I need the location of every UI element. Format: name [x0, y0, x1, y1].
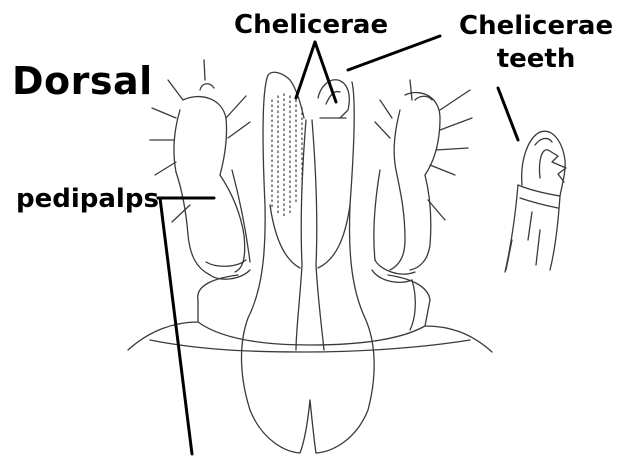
view-label: Dorsal [12, 62, 153, 100]
chelicerae-label: Chelicerae [234, 12, 388, 38]
right-pedipalp [372, 80, 472, 330]
chelicerae-teeth-label-line1: Chelicerae [459, 10, 613, 43]
chelicera-tips [268, 72, 349, 118]
pedipalps-label: pedipalps [16, 186, 159, 212]
hypostome [242, 75, 375, 453]
chelicerae-pointer-left [296, 42, 315, 98]
chelicerae-sheath-texture [272, 94, 302, 218]
chelicerae-teeth-pointer [348, 36, 440, 70]
chelicerae-teeth-label: Chelicerae teeth [459, 10, 613, 75]
chelicera-detail [505, 131, 566, 272]
chelicerae-teeth-label-line2: teeth [459, 43, 613, 76]
chelicerae-pointer-right [315, 42, 336, 102]
basis-capituli [128, 275, 492, 352]
pedipalps-pointer [158, 198, 214, 454]
teeth-detail-pointer [498, 88, 518, 140]
